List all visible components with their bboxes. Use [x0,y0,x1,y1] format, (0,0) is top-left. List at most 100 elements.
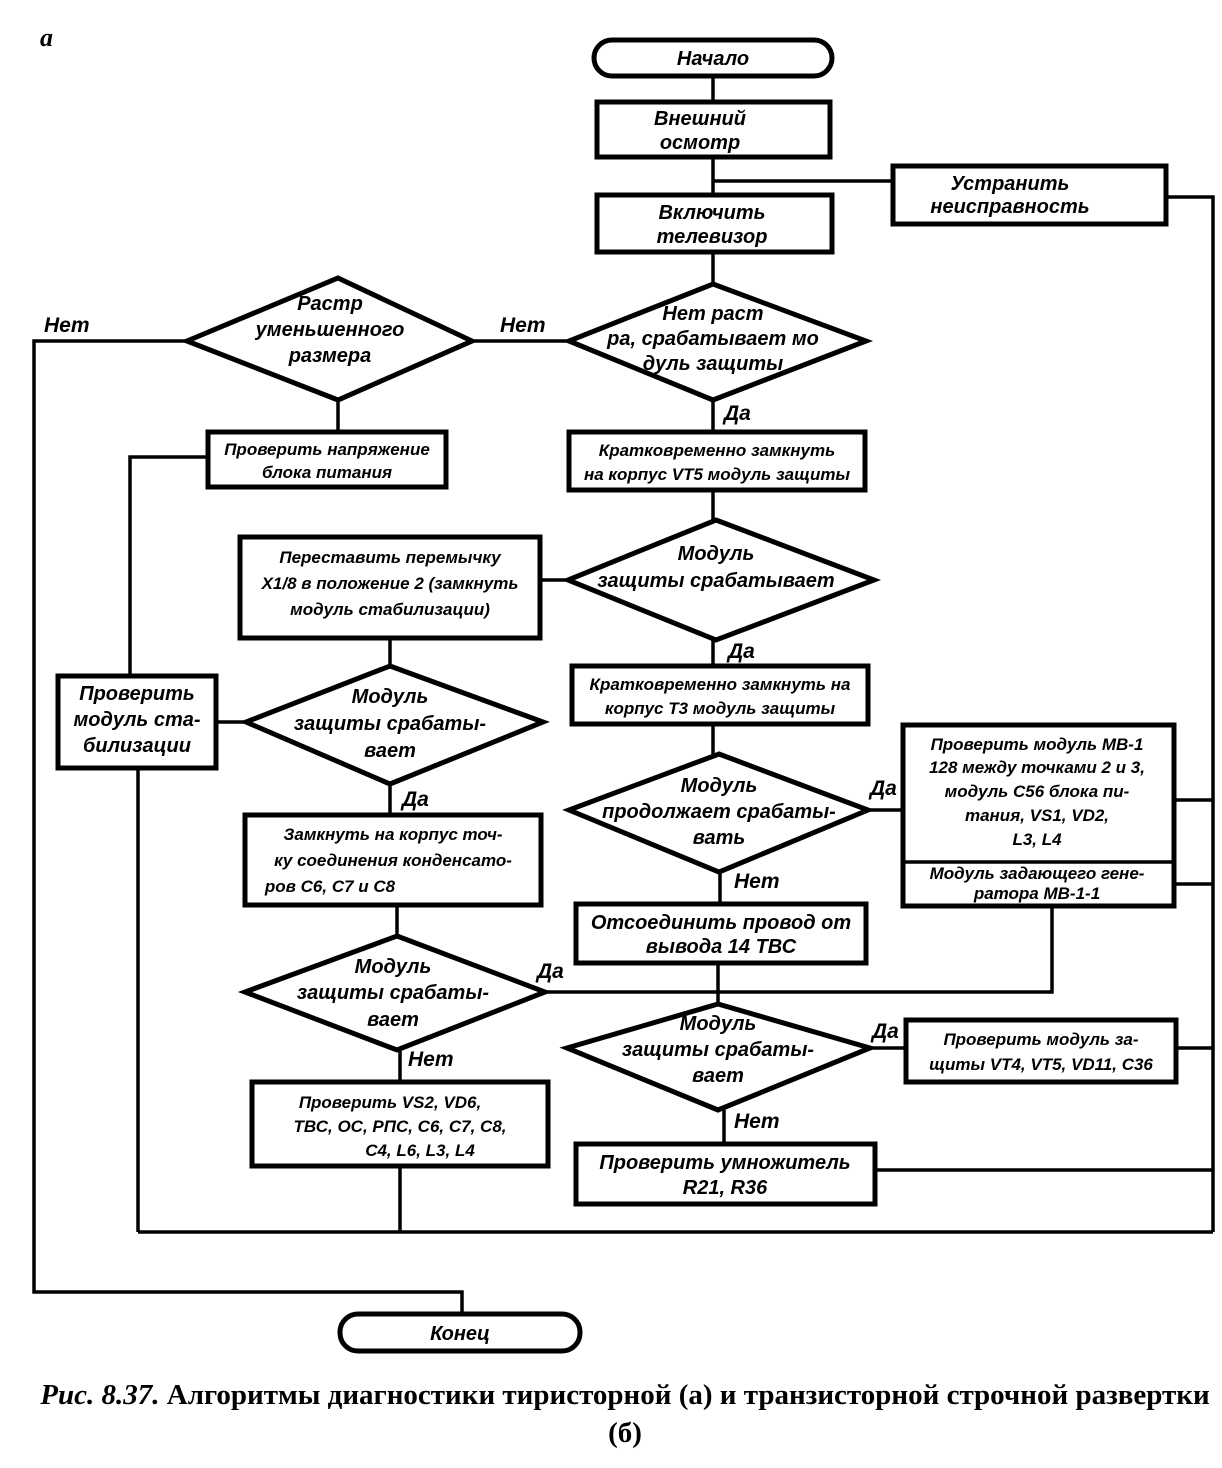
short-caps-line-2: ку соединения конденсато- [274,851,512,870]
end-terminator: Конец [337,1311,583,1354]
d-continues-line-1: Модуль [681,775,758,797]
end-label: Конец [430,1323,490,1345]
decision-protection-3: Модуль защиты срабаты- вает [237,933,552,1053]
check-prot-mod-line-2: щиты VT4, VT5, VD11, С36 [929,1055,1153,1074]
caption-text: Алгоритмы диагностики тиристорной (а) и … [166,1379,1210,1449]
d-prot1-line-2: защиты срабатывает [597,570,834,592]
check-mv-line-4: тания, VS1, VD2, [965,806,1109,825]
d-continues-line-3: вать [693,827,746,849]
label-no-prot3: Нет [408,1048,454,1071]
label-yes-prot1: Да [726,640,755,663]
label-no-continues: Нет [734,870,780,893]
edge-return-bus [1166,195,1215,1232]
edge-psu-left [128,455,208,676]
d-small-raster-line-3: размера [288,345,372,367]
label-yes-prot2: Да [400,788,429,811]
short-vt5-box: Кратковременно замкнуть на корпус VT5 мо… [566,429,868,493]
panel-label: а [40,23,53,52]
check-psu-box: Проверить напряжение блока питания [205,429,449,490]
check-mv-line-5: L3, L4 [1012,830,1062,849]
connectors [32,76,1215,1314]
short-caps-line-1: Замкнуть на корпус точ- [283,825,502,844]
power-on-line-2: телевизор [657,226,768,248]
short-t3-box: Кратковременно замкнуть на корпус Т3 мод… [569,663,871,727]
check-prot-mod-line-1: Проверить модуль за- [943,1030,1138,1049]
check-psu-line-2: блока питания [262,463,392,482]
disconnect-line-1: Отсоединить провод от [591,912,851,934]
d-prot4-line-3: вает [692,1065,744,1087]
master-gen-line-2: ратора МВ-1-1 [973,884,1100,903]
check-mult-line-2: R21, R36 [683,1177,768,1199]
label-yes-prot3: Да [535,960,564,983]
d-no-raster-line-3: дуль защиты [643,353,783,375]
check-stab-line-3: билизации [83,735,191,757]
inspect-line-2: осмотр [660,132,740,154]
d-prot4-line-1: Модуль [680,1013,757,1035]
check-stabilization-box: Проверить модуль ста- билизации [55,673,219,771]
jumper-box: Переставить перемычку Х1/8 в положение 2… [237,534,543,641]
check-stab-line-1: Проверить [79,683,195,705]
check-mv-box: Проверить модуль МВ-1 128 между точками … [900,722,1177,909]
jumper-line-3: модуль стабилизации) [290,600,490,619]
power-on-box: Включить телевизор [594,192,835,255]
label-no-small-raster: Нет [44,314,90,337]
check-mv-line-1: Проверить модуль МВ-1 [931,735,1144,754]
d-prot3-line-1: Модуль [355,956,432,978]
disconnect-line-2: вывода 14 ТВС [646,936,797,958]
check-vs2-box: Проверить VS2, VD6, ТВС, ОС, РПС, С6, С7… [249,1079,551,1169]
d-prot3-line-2: защиты срабаты- [297,982,489,1004]
check-multiplier-box: Проверить умножитель R21, R36 [573,1141,878,1207]
decision-no-raster: Нет раст ра, срабатывает мо дуль защиты [562,281,874,403]
jumper-line-1: Переставить перемычку [279,548,502,567]
check-stab-line-2: модуль ста- [73,709,200,731]
d-prot1-line-1: Модуль [678,543,755,565]
caption-figure-number: Рис. 8.37. [40,1379,160,1411]
edge-labels: Нет Нет Да Да Да Нет Да Да Нет Да Нет [44,314,899,1133]
check-vs2-line-2: ТВС, ОС, РПС, С6, С7, С8, [293,1117,506,1136]
disconnect-box: Отсоединить провод от вывода 14 ТВС [573,901,869,966]
fix-fault-box: Устранить неисправность [890,163,1169,227]
inspect-line-1: Внешний [654,108,746,130]
start-label: Начало [677,48,749,70]
short-capacitors-box: Замкнуть на корпус точ- ку соединения ко… [242,812,544,908]
edge-smallraster-no [32,339,464,1314]
d-prot3-line-3: вает [367,1009,419,1031]
d-prot2-line-2: защиты срабаты- [294,713,486,735]
master-gen-line-1: Модуль задающего гене- [930,864,1145,883]
inspect-box: Внешний осмотр [594,99,833,160]
d-prot4-line-2: защиты срабаты- [622,1039,814,1061]
jumper-line-2: Х1/8 в положение 2 (замкнуть [261,574,519,593]
d-continues-line-2: продолжает срабаты- [602,801,836,823]
short-t3-line-2: корпус Т3 модуль защиты [605,699,836,718]
start-terminator: Начало [591,37,835,79]
d-small-raster-line-1: Растр [297,293,363,315]
d-no-raster-line-1: Нет раст [662,303,763,325]
decision-small-raster: Растр уменьшенного размера [180,275,479,403]
short-caps-line-3: ров С6, С7 и С8 [264,877,396,896]
d-no-raster-line-2: ра, срабатывает мо [606,328,819,350]
check-psu-line-1: Проверить напряжение [224,440,430,459]
decision-protection-4: Модуль защиты срабаты- вает [559,1001,878,1113]
decision-continues: Модуль продолжает срабаты- вать [562,751,875,875]
check-mult-line-1: Проверить умножитель [599,1152,850,1174]
label-yes-continues: Да [868,777,897,800]
check-mv-line-2: 128 между точками 2 и 3, [929,758,1145,777]
power-on-line-1: Включить [658,202,765,224]
check-vs2-line-3: С4, L6, L3, L4 [365,1141,475,1160]
decision-protection-1: Модуль защиты срабатывает [561,517,882,643]
label-no-no-raster: Нет [500,314,546,337]
fix-line-2: неисправность [930,196,1089,218]
short-vt5-line-2: на корпус VT5 модуль защиты [584,465,851,484]
check-protection-module-box: Проверить модуль за- щиты VT4, VT5, VD11… [903,1017,1179,1085]
short-t3-line-1: Кратковременно замкнуть на [590,675,851,694]
d-small-raster-line-2: уменьшенного [255,319,405,341]
d-prot2-line-1: Модуль [352,686,429,708]
short-vt5-line-1: Кратковременно замкнуть [599,441,835,460]
d-prot2-line-3: вает [364,740,416,762]
label-no-prot4: Нет [734,1110,780,1133]
label-yes-prot4: Да [870,1020,899,1043]
label-yes-no-raster: Да [722,402,751,425]
check-mv-line-3: модуль С56 блока пи- [945,782,1130,801]
edge-prot3-yes [545,906,1054,994]
